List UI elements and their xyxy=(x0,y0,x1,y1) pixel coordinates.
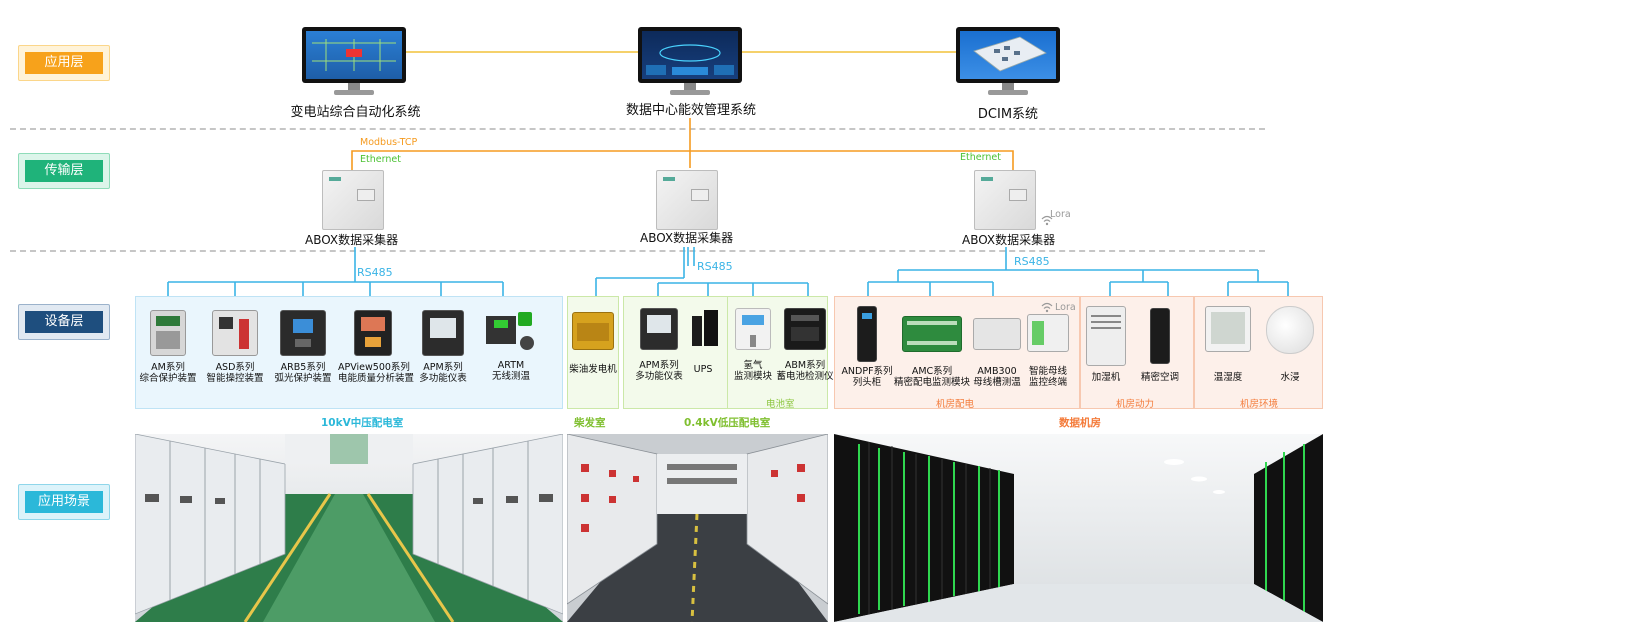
photo-mv-room xyxy=(135,434,563,622)
device-abm: ABM系列 蓄电池检测仪 xyxy=(776,308,834,382)
zone-data-room: 数据机房 xyxy=(1059,417,1101,429)
photo-data-room xyxy=(834,434,1323,622)
room-distribution-caption: 机房配电 xyxy=(936,399,975,410)
device-andpf: ANDPF系列 列头柜 xyxy=(832,306,902,388)
device-hydrogen: 氢气 监测模块 xyxy=(725,308,781,382)
abox-label-left: ABOX数据采集器 xyxy=(305,233,399,247)
device-amb300: AMB300 母线槽测温 xyxy=(962,306,1032,388)
abox-collector-right xyxy=(974,170,1036,230)
datacenter-monitor xyxy=(638,27,742,99)
rs485-left-label: RS485 xyxy=(357,266,393,279)
device-temp-humidity: 温湿度 xyxy=(1196,306,1260,383)
room-power-caption: 机房动力 xyxy=(1116,399,1155,410)
zone-generator-room: 柴发室 xyxy=(574,417,606,429)
device-smart-busbar: 智能母线 监控终端 xyxy=(1018,306,1078,388)
dcim-monitor xyxy=(956,27,1060,99)
datacenter-system-label: 数据中心能效管理系统 xyxy=(625,103,756,118)
rs485-mid-label: RS485 xyxy=(697,260,733,273)
device-layer-label: 设备层 xyxy=(25,311,103,333)
abox-label-right: ABOX数据采集器 xyxy=(962,233,1056,247)
device-am: AM系列 综合保护装置 xyxy=(133,310,203,384)
panel-10kv xyxy=(135,296,563,409)
substation-system-label: 变电站综合自动化系统 xyxy=(290,105,421,120)
wifi-icon xyxy=(1041,302,1053,313)
transport-layer-tag: 传输层 xyxy=(18,153,110,189)
device-apm-lv: APM系列 多功能仪表 xyxy=(624,308,694,382)
dcim-system-label: DCIM系统 xyxy=(977,107,1039,122)
device-amc: AMC系列 精密配电监测模块 xyxy=(890,306,974,388)
device-precision-ac: 精密空调 xyxy=(1130,306,1190,383)
application-layer-tag: 应用层 xyxy=(18,45,110,81)
lora-collector-label: Lora xyxy=(1050,209,1071,220)
device-diesel-generator: 柴油发电机 xyxy=(558,312,628,375)
device-artm: ARTM 无线测温 xyxy=(476,310,546,382)
abox-collector-mid xyxy=(656,170,718,230)
rs485-right-label: RS485 xyxy=(1014,255,1050,268)
device-apm: APM系列 多功能仪表 xyxy=(408,310,478,384)
abox-collector-left xyxy=(322,170,384,230)
scenario-layer-label: 应用场景 xyxy=(25,491,103,513)
separator-top xyxy=(10,128,1265,130)
device-asd: ASD系列 智能操控装置 xyxy=(200,310,270,384)
device-arb5: ARB5系列 弧光保护装置 xyxy=(268,310,338,384)
abox-label-mid: ABOX数据采集器 xyxy=(640,231,734,245)
device-water-leak: 水浸 xyxy=(1258,306,1322,383)
device-humidifier: 加湿机 xyxy=(1076,306,1136,383)
substation-monitor xyxy=(302,27,406,99)
device-ups: UPS xyxy=(668,308,738,375)
scenario-layer-tag: 应用场景 xyxy=(18,484,110,520)
photo-lv-room xyxy=(567,434,828,622)
application-layer-label: 应用层 xyxy=(25,52,103,74)
ethernet-right-label: Ethernet xyxy=(960,152,1001,163)
transport-layer-label: 传输层 xyxy=(25,160,103,182)
zone-lv-room: 0.4kV低压配电室 xyxy=(684,417,771,429)
lora-device-label: Lora xyxy=(1055,302,1076,313)
modbus-label: Modbus-TCP xyxy=(360,137,418,148)
ethernet-left-label: Ethernet xyxy=(360,154,401,165)
room-env-caption: 机房环境 xyxy=(1240,399,1279,410)
separator-bottom xyxy=(10,250,1265,252)
device-apview500: APView500系列 电能质量分析装置 xyxy=(338,310,414,384)
zone-mv-room: 10kV中压配电室 xyxy=(321,417,404,429)
wifi-icon xyxy=(1041,215,1053,226)
battery-room-caption: 电池室 xyxy=(766,399,795,410)
device-layer-tag: 设备层 xyxy=(18,304,110,340)
